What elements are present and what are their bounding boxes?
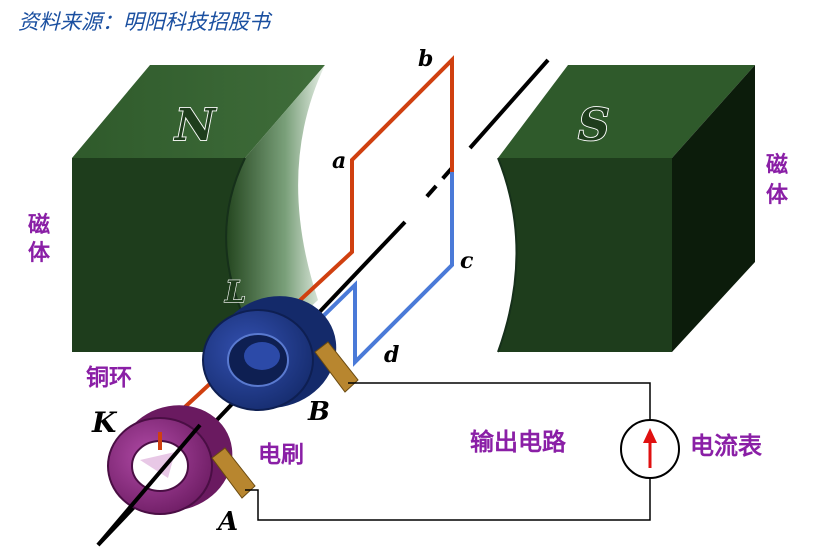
south-magnet-curved-face bbox=[458, 158, 517, 352]
north-pole-label: N bbox=[173, 100, 217, 151]
south-magnet-top bbox=[498, 65, 755, 158]
right-magnet-label-1: 磁 bbox=[766, 152, 788, 178]
slip-ring-k bbox=[107, 405, 233, 515]
north-magnet: N bbox=[72, 65, 325, 353]
right-magnet-label-2: 体 bbox=[766, 183, 789, 208]
ammeter-arrow-icon bbox=[643, 428, 657, 443]
north-magnet-curved-face bbox=[226, 65, 325, 352]
copper-ring-label: 铜环 bbox=[86, 364, 132, 391]
brush-label: 电刷 bbox=[258, 442, 304, 468]
coil-corner-d: d bbox=[384, 342, 399, 368]
slip-ring-l bbox=[202, 296, 337, 411]
coil-corner-c: c bbox=[460, 248, 474, 274]
ring-l-label: L bbox=[224, 275, 246, 310]
south-magnet-front bbox=[498, 158, 672, 352]
south-magnet: S bbox=[458, 65, 755, 353]
output-circuit-label: 输出电路 bbox=[470, 428, 567, 456]
brush-a bbox=[211, 447, 256, 499]
left-magnet-label-2: 体 bbox=[28, 241, 51, 266]
brush-a-label: A bbox=[215, 507, 238, 537]
left-magnet-label-1: 磁 bbox=[28, 212, 50, 238]
brush-b-label: B bbox=[307, 397, 330, 427]
output-circuit-wire-top bbox=[348, 382, 651, 420]
brush-b bbox=[314, 341, 359, 393]
ring-k-label: K bbox=[91, 406, 118, 439]
ammeter-label: 电流表 bbox=[690, 432, 763, 460]
south-pole-label: S bbox=[578, 100, 610, 151]
coil-corner-a: a bbox=[332, 148, 346, 174]
south-magnet-curve-edge bbox=[497, 157, 518, 353]
coil-corner-b: b bbox=[418, 46, 433, 72]
north-magnet-top bbox=[72, 65, 325, 158]
output-circuit-wire-bottom bbox=[245, 478, 651, 521]
north-magnet-front bbox=[72, 158, 245, 352]
source-caption: 资料来源：明阳科技招股书 bbox=[18, 10, 270, 34]
south-magnet-side bbox=[672, 65, 755, 352]
ammeter bbox=[620, 419, 680, 479]
